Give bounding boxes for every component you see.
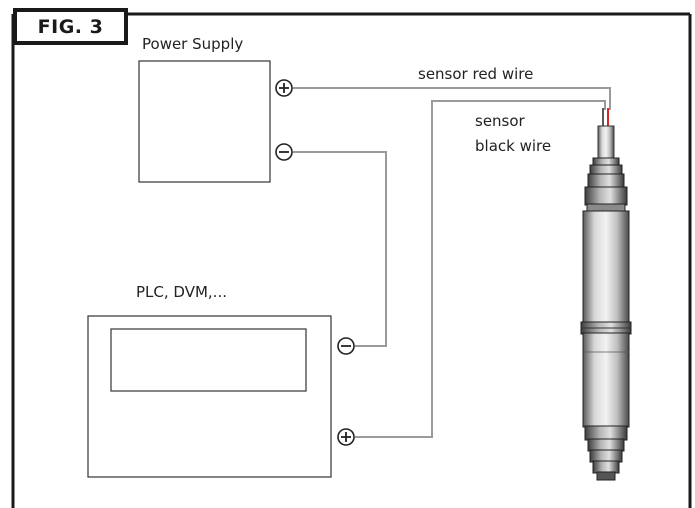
power-supply-label: Power Supply: [142, 35, 244, 53]
plc-negative-terminal-icon: [337, 337, 355, 355]
power-negative-terminal-icon: [275, 143, 293, 161]
plc-positive-terminal-icon: [337, 428, 355, 446]
red-wire-label: sensor red wire: [418, 65, 534, 83]
black-wire-path: [355, 100, 606, 438]
red-wire-path: [293, 87, 611, 110]
pressure-sensor: [580, 157, 632, 481]
power-supply-box: [138, 60, 271, 183]
plc-display: [110, 328, 307, 392]
power-positive-terminal-icon: [275, 79, 293, 97]
black-wire-label-line2: black wire: [475, 137, 552, 155]
wires: [293, 87, 611, 438]
plc-box: [87, 315, 332, 478]
power-negative-wire: [293, 151, 387, 347]
figure-label: FIG. 3: [13, 8, 128, 45]
black-wire-label-line1: sensor: [475, 112, 525, 130]
plc-label: PLC, DVM,...: [136, 283, 227, 301]
sensor-cable: [597, 108, 615, 161]
